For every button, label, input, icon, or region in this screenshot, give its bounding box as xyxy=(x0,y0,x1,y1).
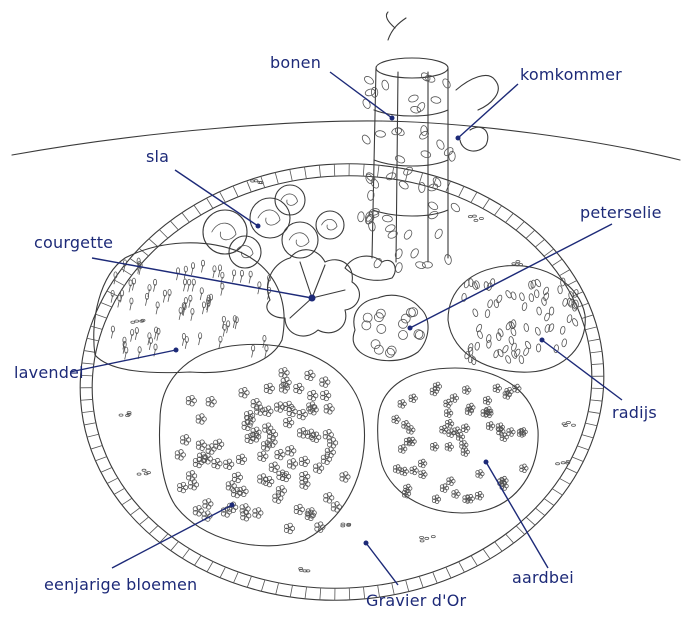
leader-radijs xyxy=(542,340,622,400)
leader-aardbei xyxy=(486,462,548,568)
strawberry-patch xyxy=(378,368,538,513)
label-gravier: Gravier d'Or xyxy=(366,591,467,610)
leader-peterselie xyxy=(410,224,612,328)
label-bonen: bonen xyxy=(270,53,321,72)
label-aardbei: aardbei xyxy=(512,568,574,587)
horizon-line xyxy=(12,121,680,160)
dot-peterselie xyxy=(408,326,413,331)
leader-gravier xyxy=(366,543,398,585)
dot-bonen xyxy=(390,116,395,121)
dot-courgette xyxy=(309,295,316,302)
dot-aardbei xyxy=(484,460,489,465)
label-peterselie: peterselie xyxy=(580,203,662,222)
gravel-marks xyxy=(119,180,575,572)
label-eenjarige-bloemen: eenjarige bloemen xyxy=(44,575,197,594)
trellis-tower xyxy=(357,12,498,273)
leader-sla xyxy=(175,170,258,226)
label-radijs: radijs xyxy=(612,403,657,422)
label-courgette: courgette xyxy=(34,233,113,252)
label-komkommer: komkommer xyxy=(520,65,622,84)
dot-gravier xyxy=(364,541,369,546)
lettuce-patch xyxy=(203,185,344,268)
leader-bonen xyxy=(330,72,392,118)
label-sla: sla xyxy=(146,147,169,166)
dot-eenjarige-bloemen xyxy=(230,503,235,508)
annual-flowers-patch xyxy=(160,344,365,545)
lavender-bush xyxy=(94,243,284,373)
dot-komkommer xyxy=(456,136,461,141)
dot-sla xyxy=(256,224,261,229)
dot-lavendel xyxy=(174,348,179,353)
parsley-clump xyxy=(353,295,428,360)
dot-radijs xyxy=(540,338,545,343)
label-lavendel: lavendel xyxy=(14,363,84,382)
